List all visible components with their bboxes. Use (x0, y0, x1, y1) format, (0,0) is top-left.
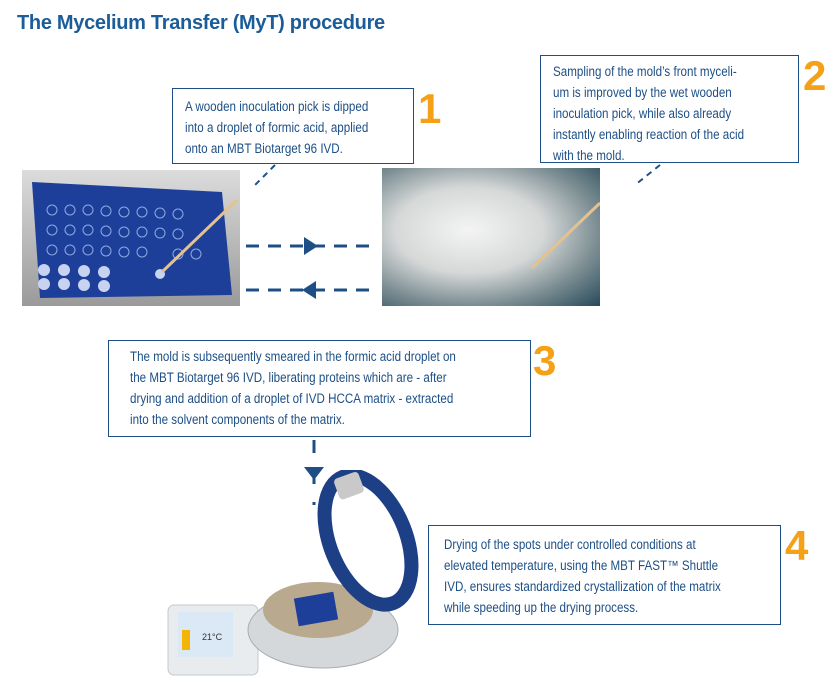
arrow-head-right (304, 237, 318, 255)
step-3-text-line: into the solvent components of the matri… (130, 412, 345, 427)
step-3-text-line: The mold is subsequently smeared in the … (130, 349, 456, 364)
step-4-text-line: while speeding up the drying process. (444, 600, 639, 615)
step-3-text-line: the MBT Biotarget 96 IVD, liberating pro… (130, 370, 447, 385)
step-2-text-line: um is improved by the wet wooden (553, 85, 732, 100)
step-1-text-line: onto an MBT Biotarget 96 IVD. (185, 141, 343, 156)
step-1-text-line: A wooden inoculation pick is dipped (185, 99, 369, 114)
step-2-text-line: Sampling of the mold’s front myceli- (553, 64, 737, 79)
step-4-box: Drying of the spots under controlled con… (428, 525, 781, 625)
arrow-head-down (304, 467, 324, 480)
arrow-head-left (302, 281, 316, 299)
step-1-number: 1 (418, 85, 442, 132)
step-4-text-line: Drying of the spots under controlled con… (444, 537, 696, 552)
step-4-text-line: IVD, ensures standardized crystallizatio… (444, 579, 721, 594)
step-1-box: A wooden inoculation pick is dipped into… (172, 88, 414, 164)
step-4-text-line: elevated temperature, using the MBT FAST… (444, 558, 719, 573)
step-3-box: The mold is subsequently smeared in the … (108, 340, 531, 437)
step-4-number: 4 (785, 522, 809, 569)
biotarget-plate-photo (22, 170, 240, 306)
step-2-text-line: with the mold. (553, 148, 625, 163)
step-2-number: 2 (803, 52, 827, 99)
page-title: The Mycelium Transfer (MyT) procedure (17, 12, 385, 34)
step-1-text-line: into a droplet of formic acid, applied (185, 120, 369, 135)
step-3-number: 3 (533, 337, 557, 384)
step-3-text-line: drying and addition of a droplet of IVD … (130, 391, 454, 406)
device-display-temperature: 21°C (202, 632, 223, 642)
callout-line-1 (254, 164, 276, 186)
callout-line-2 (634, 164, 661, 186)
step-2-text-line: instantly enabling reaction of the acid (553, 127, 745, 142)
mbt-fast-shuttle-photo: 21°C (158, 470, 428, 685)
step-2-box: Sampling of the mold’s front myceli- um … (540, 55, 799, 163)
step-2-text-line: inoculation pick, while also already (553, 106, 732, 121)
mold-mycelium-photo (382, 168, 600, 306)
